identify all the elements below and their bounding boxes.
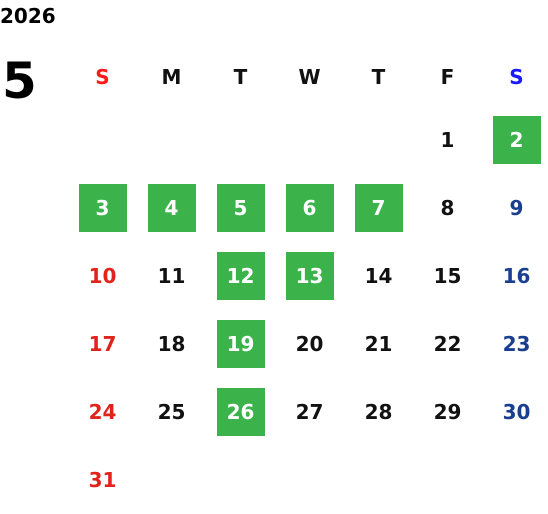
day-number: 19 bbox=[216, 320, 265, 368]
day-number: 2 bbox=[492, 116, 541, 164]
day-number: 7 bbox=[354, 184, 403, 232]
day-cell[interactable]: 27 bbox=[275, 378, 344, 446]
day-number: 29 bbox=[433, 400, 462, 424]
day-number bbox=[493, 456, 541, 504]
day-cell[interactable]: 24 bbox=[68, 378, 137, 446]
day-cell[interactable]: 19 bbox=[206, 310, 275, 378]
day-number bbox=[355, 116, 403, 164]
day-number bbox=[148, 116, 196, 164]
day-cell[interactable]: 21 bbox=[344, 310, 413, 378]
day-number: 12 bbox=[216, 252, 265, 300]
day-cell[interactable]: 12 bbox=[206, 242, 275, 310]
day-cell[interactable]: 28 bbox=[344, 378, 413, 446]
day-cell[interactable]: 4 bbox=[137, 174, 206, 242]
empty-cell bbox=[344, 106, 413, 174]
day-number: 30 bbox=[502, 400, 531, 424]
day-cell[interactable]: 30 bbox=[482, 378, 548, 446]
day-number: 4 bbox=[147, 184, 196, 232]
day-number: 22 bbox=[433, 332, 462, 356]
day-number: 23 bbox=[502, 332, 531, 356]
day-number: 6 bbox=[285, 184, 334, 232]
day-number bbox=[148, 456, 196, 504]
weekday-header-sun: S bbox=[95, 65, 110, 89]
day-number: 26 bbox=[216, 388, 265, 436]
day-cell[interactable]: 25 bbox=[137, 378, 206, 446]
day-number: 28 bbox=[364, 400, 393, 424]
month-label: 5 bbox=[2, 52, 37, 110]
day-number: 20 bbox=[295, 332, 324, 356]
day-cell[interactable]: 1 bbox=[413, 106, 482, 174]
day-number: 16 bbox=[502, 264, 531, 288]
day-cell[interactable]: 13 bbox=[275, 242, 344, 310]
day-cell[interactable]: 23 bbox=[482, 310, 548, 378]
empty-cell bbox=[68, 106, 137, 174]
weekday-header-sat: S bbox=[509, 65, 524, 89]
day-cell[interactable]: 16 bbox=[482, 242, 548, 310]
day-number: 10 bbox=[88, 264, 117, 288]
day-cell[interactable]: 15 bbox=[413, 242, 482, 310]
empty-cell bbox=[482, 446, 548, 514]
day-cell[interactable]: 20 bbox=[275, 310, 344, 378]
day-number: 8 bbox=[440, 196, 455, 220]
day-number: 25 bbox=[157, 400, 186, 424]
empty-cell bbox=[275, 106, 344, 174]
day-number: 24 bbox=[88, 400, 117, 424]
day-number: 5 bbox=[216, 184, 265, 232]
day-cell[interactable]: 3 bbox=[68, 174, 137, 242]
day-number: 17 bbox=[88, 332, 117, 356]
day-number bbox=[79, 116, 127, 164]
empty-cell bbox=[137, 106, 206, 174]
year-label: 2026 bbox=[0, 4, 56, 28]
day-cell[interactable]: 2 bbox=[482, 106, 548, 174]
day-cell[interactable]: 6 bbox=[275, 174, 344, 242]
day-number: 11 bbox=[157, 264, 186, 288]
day-number bbox=[286, 116, 334, 164]
day-number bbox=[286, 456, 334, 504]
day-cell[interactable]: 26 bbox=[206, 378, 275, 446]
day-number: 15 bbox=[433, 264, 462, 288]
day-number: 14 bbox=[364, 264, 393, 288]
day-cell[interactable]: 8 bbox=[413, 174, 482, 242]
day-cell[interactable]: 5 bbox=[206, 174, 275, 242]
weekday-header-thu: T bbox=[371, 65, 386, 89]
day-number: 31 bbox=[88, 468, 117, 492]
day-cell[interactable]: 9 bbox=[482, 174, 548, 242]
day-number bbox=[217, 116, 265, 164]
weekday-header-fri: F bbox=[440, 65, 455, 89]
day-number: 3 bbox=[78, 184, 127, 232]
day-cell[interactable]: 17 bbox=[68, 310, 137, 378]
day-cell[interactable]: 31 bbox=[68, 446, 137, 514]
weekday-header-mon: M bbox=[161, 65, 182, 89]
day-number: 1 bbox=[440, 128, 455, 152]
day-number: 13 bbox=[285, 252, 334, 300]
day-cell[interactable]: 22 bbox=[413, 310, 482, 378]
empty-cell bbox=[413, 446, 482, 514]
day-cell[interactable]: 29 bbox=[413, 378, 482, 446]
day-number bbox=[355, 456, 403, 504]
day-cell[interactable]: 11 bbox=[137, 242, 206, 310]
weekday-header-tue: T bbox=[233, 65, 248, 89]
empty-cell bbox=[206, 106, 275, 174]
weekday-header-wed: W bbox=[298, 65, 321, 89]
day-number bbox=[217, 456, 265, 504]
day-number: 18 bbox=[157, 332, 186, 356]
day-number: 21 bbox=[364, 332, 393, 356]
empty-cell bbox=[275, 446, 344, 514]
day-number: 27 bbox=[295, 400, 324, 424]
day-number bbox=[424, 456, 472, 504]
day-number: 9 bbox=[509, 196, 524, 220]
day-cell[interactable]: 7 bbox=[344, 174, 413, 242]
empty-cell bbox=[137, 446, 206, 514]
empty-cell bbox=[206, 446, 275, 514]
day-cell[interactable]: 10 bbox=[68, 242, 137, 310]
empty-cell bbox=[344, 446, 413, 514]
day-cell[interactable]: 14 bbox=[344, 242, 413, 310]
day-cell[interactable]: 18 bbox=[137, 310, 206, 378]
